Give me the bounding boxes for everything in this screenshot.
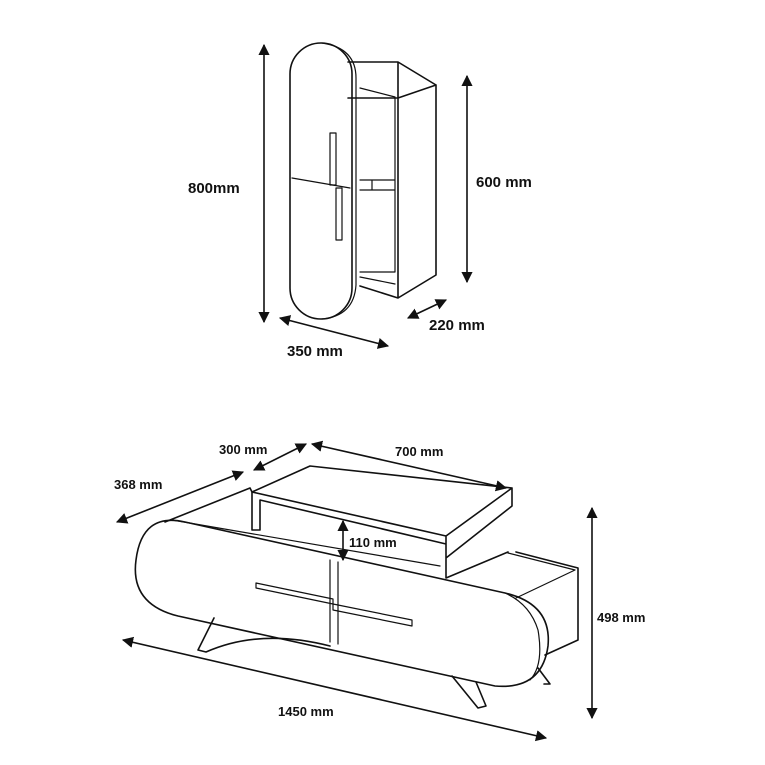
tv-depth-arrow [115,470,245,524]
tv-top-width-arrow [310,440,508,492]
cabinet-height-label: 800mm [188,180,240,197]
tv-unit-base-back [171,519,576,599]
cabinet-box [347,61,437,299]
tv-top-depth-label: 300 mm [219,442,267,457]
cabinet-shelves [359,87,396,285]
tv-depth-label: 368 mm [114,477,162,492]
cabinet-box-height-label: 600 mm [476,174,532,191]
tv-unit [134,465,579,709]
cabinet-depth-arrow [406,299,448,319]
tv-width-arrow [121,636,548,742]
tv-unit-leg-back [537,667,551,685]
cabinet-door-edge [321,42,357,320]
tv-unit-top-shelf [251,465,513,579]
cabinet-door-seam [291,177,351,189]
cabinet-door [289,42,353,320]
tv-width-label: 1450 mm [278,704,334,719]
cabinet-handle-lower [335,187,343,241]
tv-unit-front-capsule [134,519,550,688]
cabinet-handle-upper [329,132,337,186]
cabinet-width-label: 350 mm [287,343,343,360]
tv-height-label: 498 mm [597,610,645,625]
tv-unit-handle-left [255,582,334,605]
tv-shelf-gap-label: 110 mm [349,535,397,550]
wall-cabinet [289,42,437,320]
cabinet-depth-label: 220 mm [429,317,485,334]
cabinet-width-arrow [278,315,390,349]
tv-unit-handle-right [332,603,413,627]
tv-top-width-label: 700 mm [395,444,443,459]
tv-top-depth-arrow [252,443,308,471]
tv-unit-body-top [164,487,579,656]
